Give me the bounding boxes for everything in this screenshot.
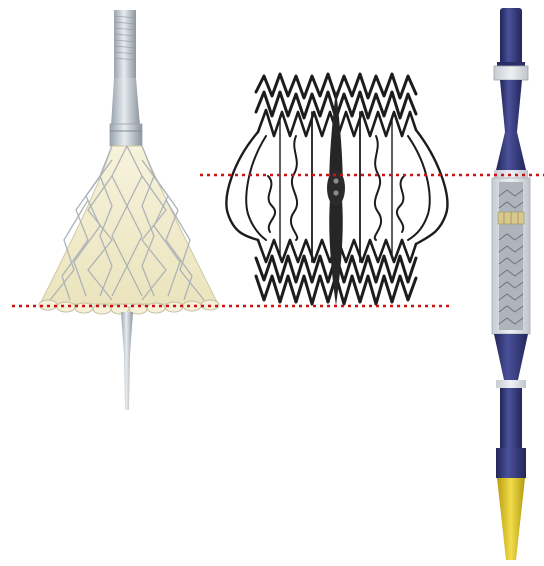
- device-left-icon: [39, 10, 219, 410]
- device-right-icon: [492, 8, 530, 560]
